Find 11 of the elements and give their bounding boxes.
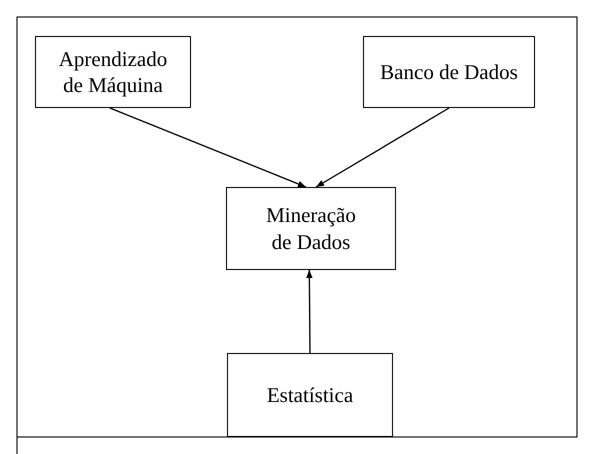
process-box xyxy=(227,353,393,437)
node-label: Banco de Dados xyxy=(380,58,518,86)
process-box xyxy=(35,36,191,108)
arrow xyxy=(306,270,313,353)
arrow xyxy=(110,107,306,188)
arrow xyxy=(316,107,450,188)
node-label: Aprendizado de Máquina xyxy=(58,46,168,98)
node-label: Estatística xyxy=(266,382,354,408)
process-box xyxy=(363,36,535,108)
process-box xyxy=(226,187,396,270)
node-label: Mineração de Dados xyxy=(265,202,357,255)
